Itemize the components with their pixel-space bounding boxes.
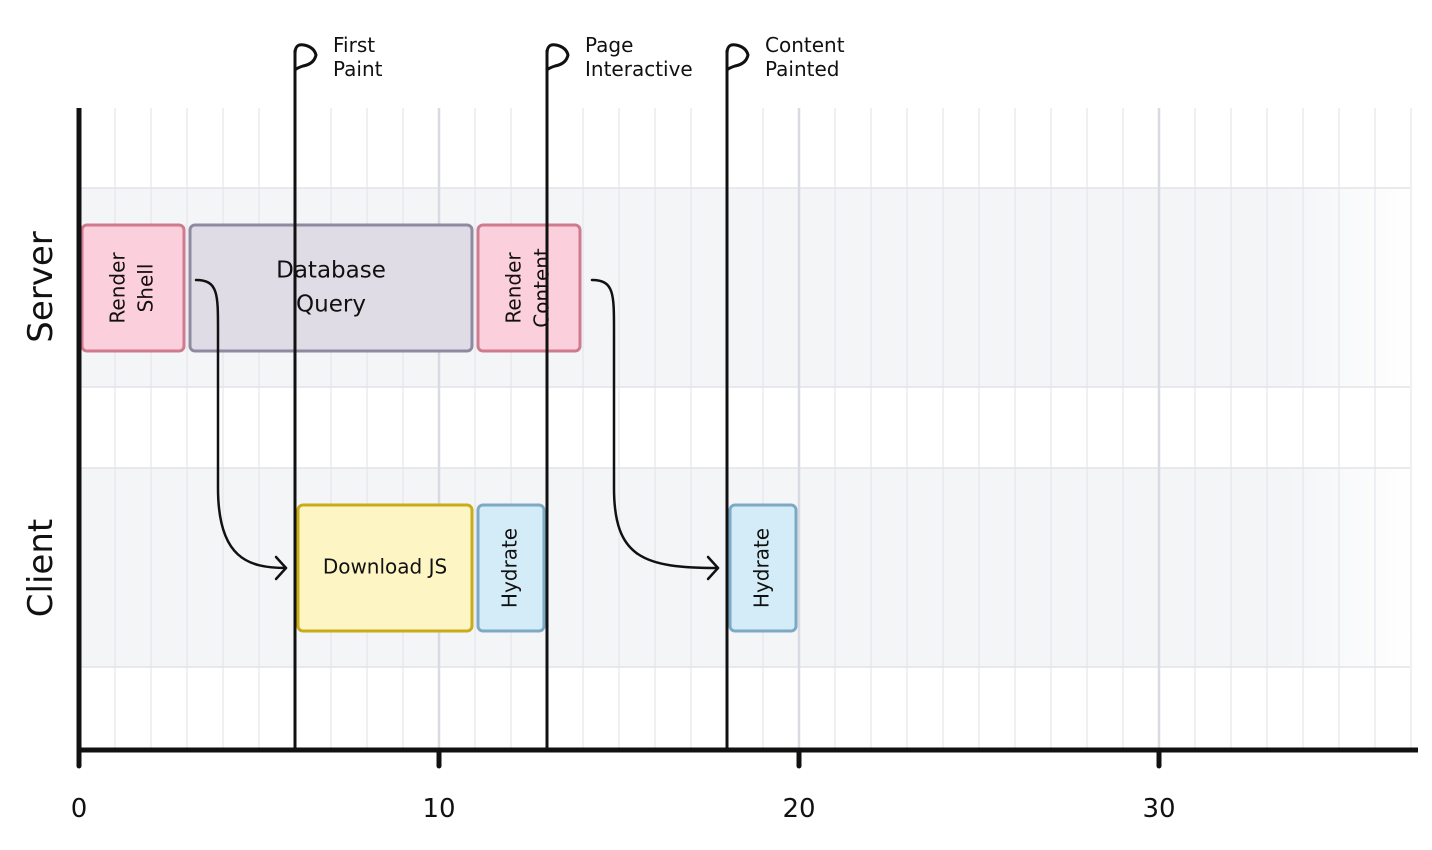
marker-label: Interactive <box>585 57 693 81</box>
block-box <box>296 503 474 633</box>
marker-label: Painted <box>765 57 840 81</box>
block-box <box>188 223 474 353</box>
block-box <box>476 503 546 633</box>
block-label: Download JS <box>323 555 447 579</box>
axes: 0 10 20 30 <box>71 108 1418 824</box>
x-tick-label: 30 <box>1142 794 1175 824</box>
block-label: Render <box>106 252 130 324</box>
block-label: Render <box>502 252 526 324</box>
lane-label-server: Server <box>21 231 61 343</box>
block-label: Query <box>296 292 366 318</box>
block-box <box>80 223 186 353</box>
flag-icon <box>293 43 318 72</box>
flag-icon <box>545 43 570 72</box>
block-download-js: Download JS <box>296 503 474 633</box>
arrowhead-icon <box>274 555 288 581</box>
x-tick-label: 20 <box>782 794 815 824</box>
block-box <box>476 223 582 353</box>
block-label: Database <box>276 258 386 284</box>
arrow-path <box>590 278 720 570</box>
block-hydrate-2: Hydrate <box>728 503 798 633</box>
dependency-arrows <box>194 278 720 581</box>
block-box <box>728 503 798 633</box>
block-label: Content <box>530 248 554 328</box>
arrow-path <box>194 278 288 570</box>
lane-label-client: Client <box>21 519 61 617</box>
block-label: Hydrate <box>750 528 774 608</box>
marker-label: First <box>333 33 375 57</box>
x-tick-label: 0 <box>71 794 88 824</box>
arrowhead-icon <box>706 555 720 581</box>
marker-label: Page <box>585 33 633 57</box>
block-label: Shell <box>134 264 158 313</box>
marker-label: Content <box>765 33 845 57</box>
block-label: Hydrate <box>498 528 522 608</box>
arrow-content-to-hydrate <box>590 278 720 581</box>
x-tick-label: 10 <box>422 794 455 824</box>
flag-icon <box>725 43 750 72</box>
marker-label: Paint <box>333 57 383 81</box>
block-hydrate-1: Hydrate <box>476 503 546 633</box>
arrow-shell-to-download <box>194 278 288 581</box>
